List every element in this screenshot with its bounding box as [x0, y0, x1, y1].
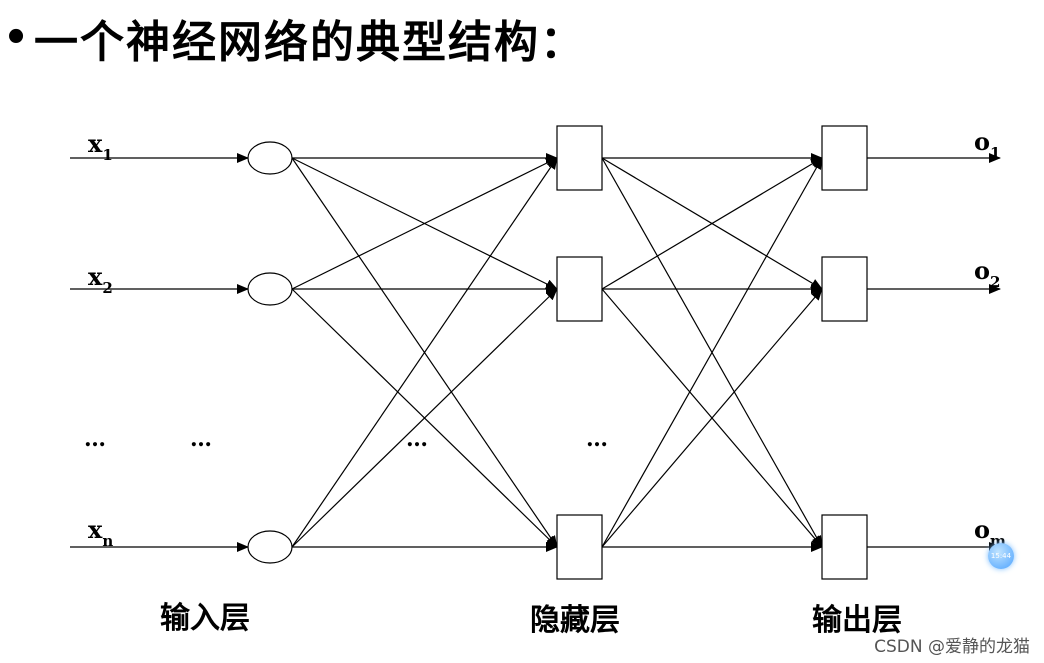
- output-label-1: o1: [974, 127, 1000, 162]
- input-node-3: [247, 530, 293, 564]
- layer-label-hidden: 隐藏层: [530, 603, 620, 638]
- hidden-node-1: [556, 125, 603, 191]
- layer-label-input: 输入层: [160, 601, 250, 636]
- edge-input2-hidden1: [291, 157, 558, 290]
- edge-input3-hidden2: [291, 288, 558, 548]
- output-node-1: [821, 125, 868, 191]
- layer-label-output: 输出层: [812, 603, 902, 638]
- watermark: CSDN @爱静的龙猫: [874, 637, 1030, 657]
- ellipsis-hidden-layer: …: [586, 426, 608, 452]
- ellipsis-inputs: …: [84, 426, 106, 452]
- hidden-node-3: [556, 514, 603, 580]
- edge-hidden2-output1: [601, 157, 823, 290]
- input-node-2: [247, 272, 293, 306]
- ellipsis-connections: …: [406, 426, 428, 452]
- output-node-2: [821, 256, 868, 322]
- bullet-icon: •: [3, 15, 31, 61]
- input-label-2: x2: [88, 262, 113, 297]
- input-label-n: xn: [88, 515, 113, 550]
- ellipsis-input-layer: …: [190, 426, 212, 452]
- hidden-node-2: [556, 256, 603, 322]
- edge-hidden3-output2: [601, 288, 823, 548]
- input-node-1: [247, 141, 293, 175]
- input-label-1: x1: [88, 129, 113, 164]
- page-title: • 一个神经网络的典型结构：: [0, 8, 586, 68]
- output-label-2: o2: [974, 256, 1000, 291]
- title-text: 一个神经网络的典型结构：: [34, 17, 586, 68]
- output-node-3: [821, 514, 868, 580]
- timestamp-badge: 15:44: [988, 543, 1014, 569]
- edge-input3-hidden1: [291, 157, 558, 548]
- edge-hidden3-output1: [601, 157, 823, 548]
